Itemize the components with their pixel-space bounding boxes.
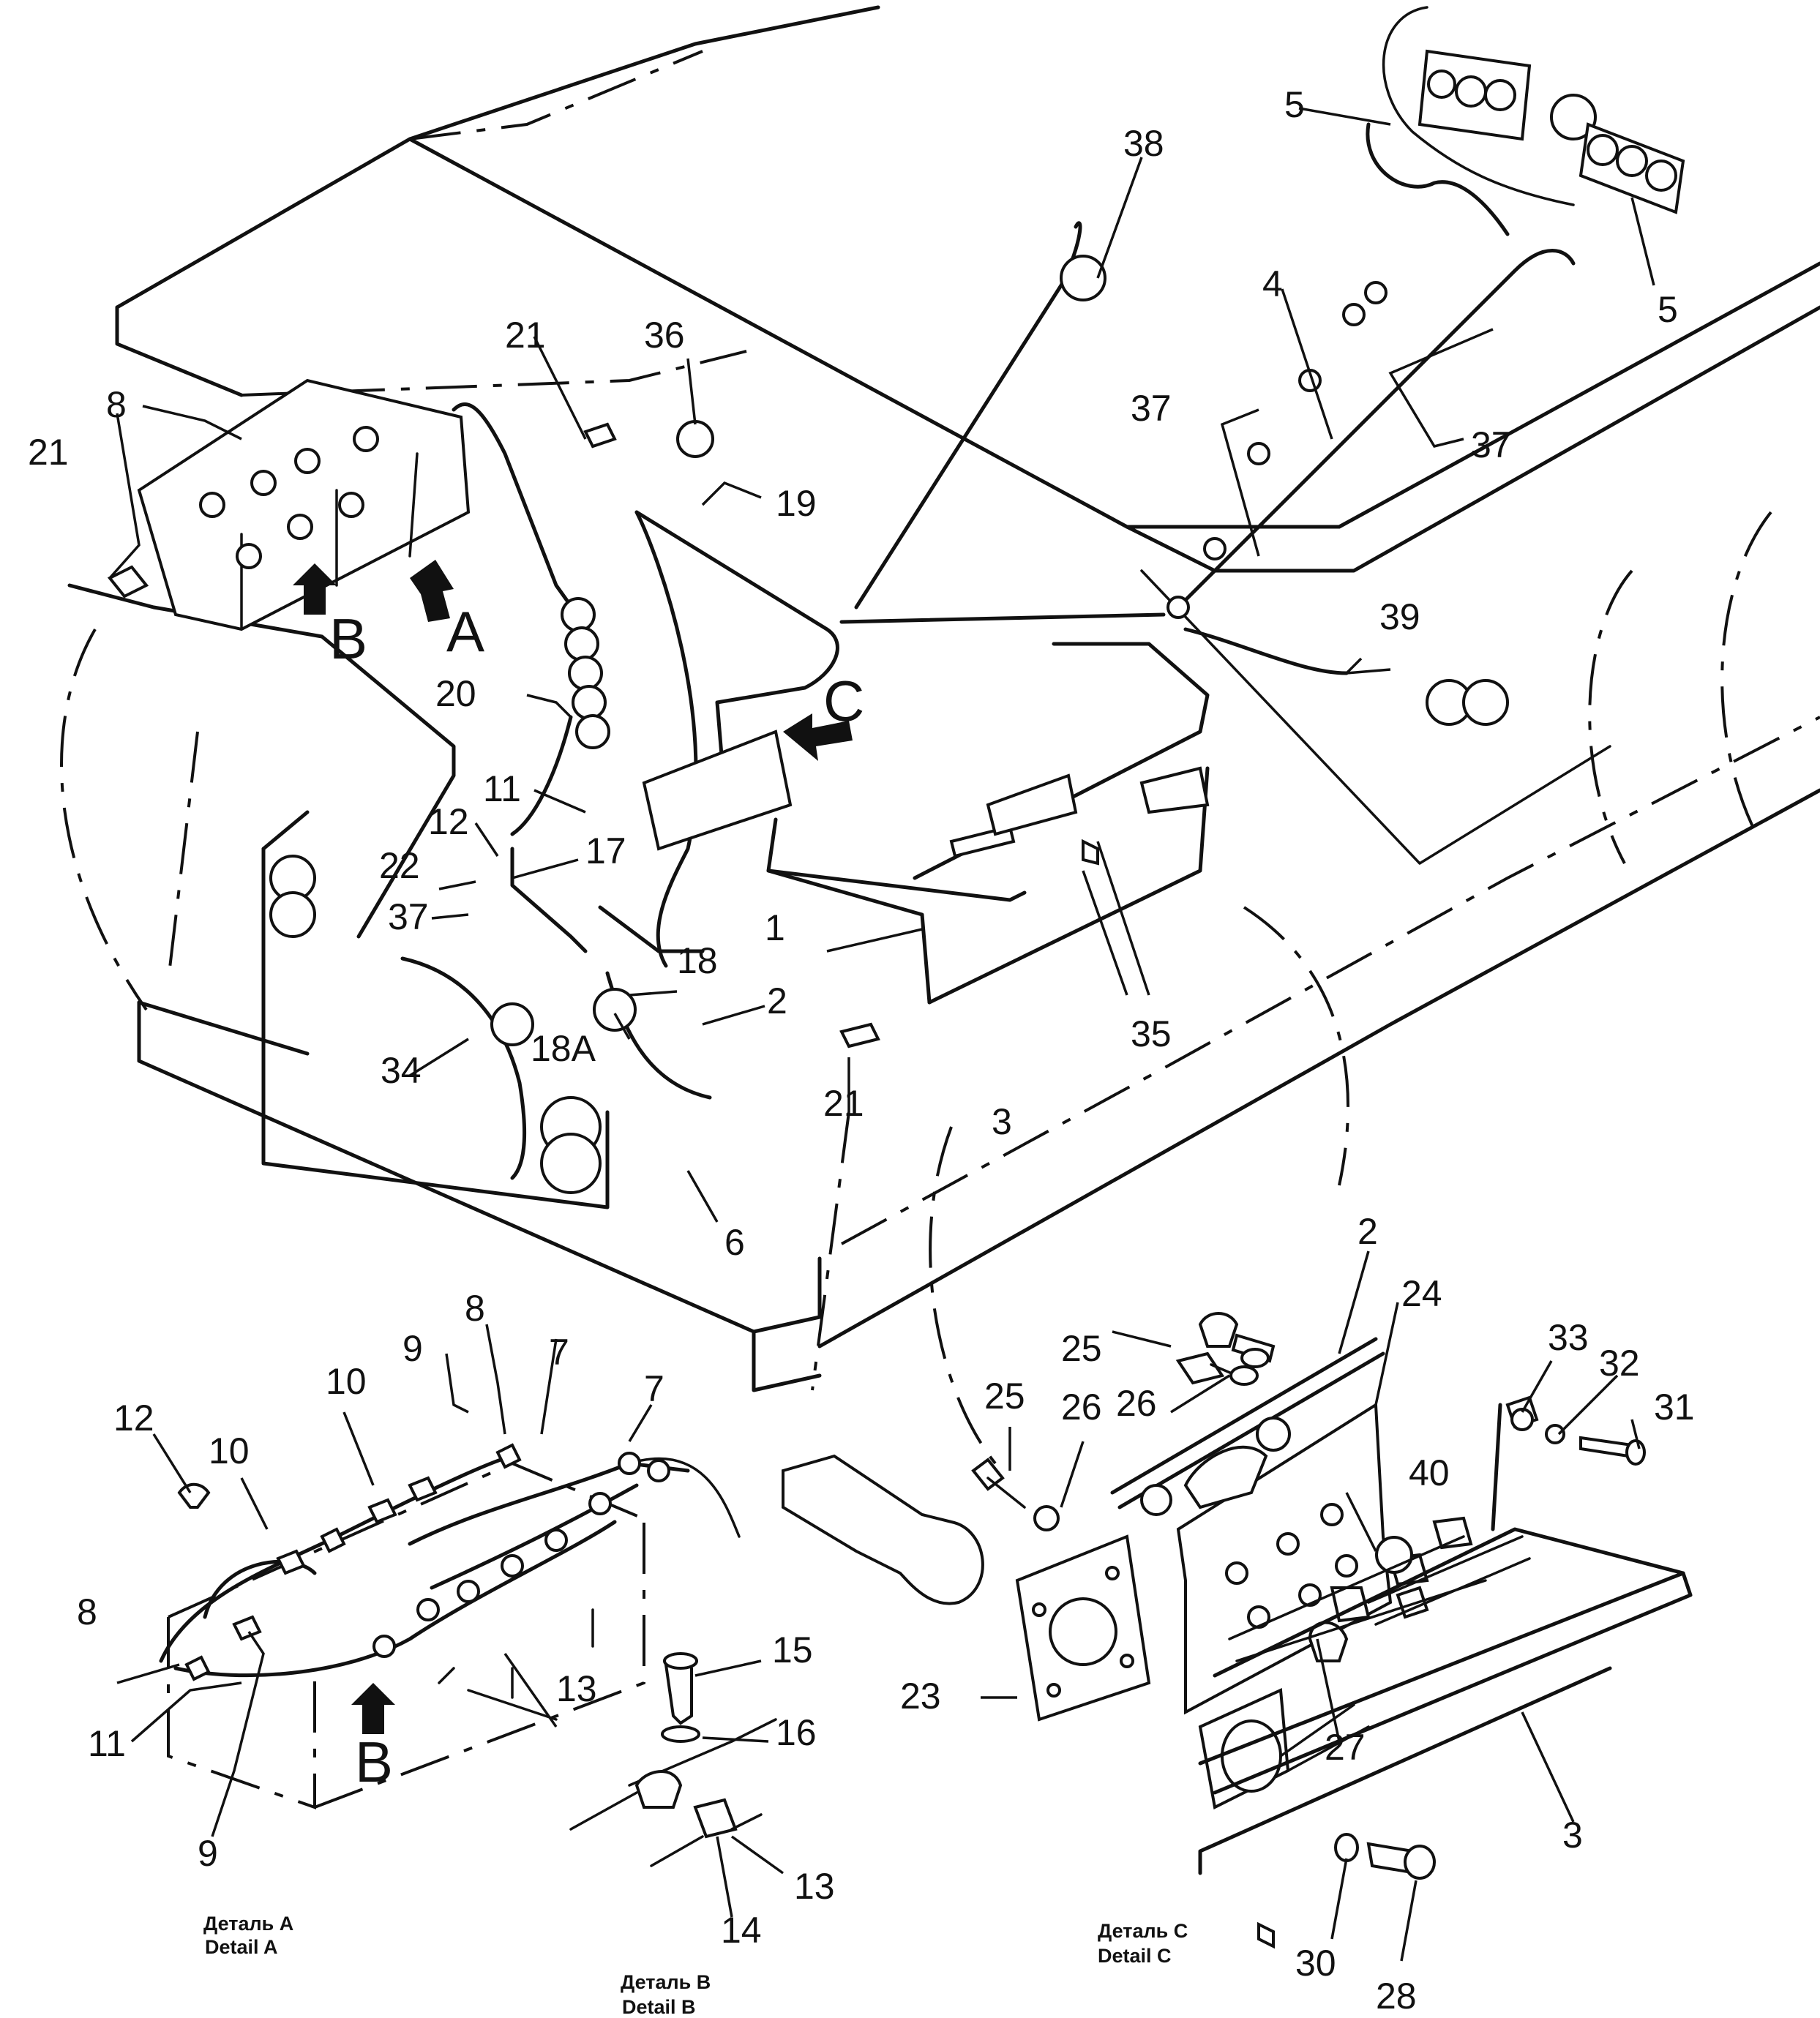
callout-31: 31 [1654, 1387, 1695, 1428]
callout-4: 4 [1262, 263, 1283, 304]
callout-33: 33 [1548, 1317, 1589, 1358]
callout-10-detail-a-left: 10 [209, 1430, 250, 1471]
callout-15: 15 [772, 1629, 813, 1670]
detail-c-caption-en: Detail C [1098, 1945, 1172, 1967]
view-arrow-b [293, 563, 337, 615]
detail-a-leaders [116, 1324, 653, 1837]
callout-9-detail-a-top: 9 [402, 1328, 423, 1369]
callout-17: 17 [585, 830, 626, 871]
view-letters: B A C B [329, 599, 864, 1794]
callout-37-left: 37 [1131, 388, 1172, 429]
detail-c-drawing [782, 1312, 1693, 1949]
callout-30: 30 [1295, 1943, 1336, 1984]
view-letter-c-main: C [823, 669, 864, 733]
view-letter-b-main: B [329, 607, 367, 671]
detail-b-drawing [569, 1652, 777, 1867]
callout-16: 16 [776, 1712, 817, 1753]
detail-c-leaders [981, 1250, 1641, 1962]
callout-2-detail-c: 2 [1357, 1211, 1378, 1252]
callout-2-main: 2 [767, 980, 787, 1021]
callout-35: 35 [1131, 1013, 1172, 1054]
callout-18a: 18A [531, 1028, 596, 1069]
callout-12-main: 12 [428, 801, 469, 842]
callout-8-main: 8 [106, 384, 127, 425]
callout-9-detail-a-bottom: 9 [198, 1833, 218, 1874]
callout-14: 14 [721, 1910, 762, 1951]
machine-body-outline [60, 5, 1820, 1465]
fuses-and-clamps [107, 255, 1509, 1194]
callout-32: 32 [1599, 1343, 1640, 1384]
detail-a-caption-ru: Деталь A [203, 1913, 293, 1935]
callout-22: 22 [379, 845, 420, 886]
callout-38: 38 [1123, 123, 1164, 164]
detail-c-caption-ru: Деталь C [1098, 1920, 1188, 1942]
callout-21-left: 21 [28, 432, 69, 473]
callout-40: 40 [1409, 1452, 1450, 1493]
detail-b-caption-en: Detail B [622, 1996, 696, 2018]
callout-37-right: 37 [1471, 424, 1512, 465]
detail-a-view-arrow-b [351, 1683, 395, 1734]
callout-8-detail-a-top: 8 [465, 1288, 485, 1329]
callout-36: 36 [644, 315, 685, 356]
callout-7-detail-a-right: 7 [644, 1368, 664, 1409]
callout-12-detail-a: 12 [113, 1398, 154, 1439]
detail-captions: Деталь A Detail A Деталь B Detail B Дета… [203, 1913, 1188, 2018]
view-arrows [293, 560, 853, 761]
callout-5-right: 5 [1658, 289, 1678, 330]
instrument-panels [1382, 6, 1685, 214]
callout-25-left: 25 [984, 1376, 1025, 1417]
callout-leaders-main [108, 107, 1655, 1223]
callout-8-detail-a-left: 8 [77, 1591, 97, 1632]
detail-a-drawing [159, 1443, 741, 1809]
callout-19: 19 [776, 483, 817, 524]
view-letter-b-detail-a: B [355, 1730, 393, 1794]
callout-numbers: 38 5 5 4 37 37 39 35 3 21 36 8 21 19 20 … [28, 84, 1695, 2017]
view-arrow-a [410, 560, 454, 622]
callout-13-detail-b: 13 [794, 1866, 835, 1907]
callout-24: 24 [1401, 1273, 1442, 1314]
view-letter-a-main: A [446, 599, 484, 664]
callout-11-main: 11 [483, 768, 521, 809]
callout-3-detail-c: 3 [1562, 1815, 1583, 1856]
callout-11-detail-a: 11 [88, 1723, 126, 1764]
battery-top-view [137, 378, 471, 631]
callout-34: 34 [381, 1050, 422, 1091]
callout-21-mid: 21 [823, 1083, 864, 1124]
callout-27: 27 [1325, 1727, 1366, 1768]
detail-a-caption-en: Detail A [205, 1936, 278, 1958]
callout-28: 28 [1376, 1976, 1417, 2017]
callout-23: 23 [900, 1676, 941, 1717]
callout-5-top: 5 [1284, 84, 1305, 125]
callout-1: 1 [765, 907, 785, 948]
callout-39: 39 [1379, 596, 1420, 637]
callout-7-detail-a-left: 7 [549, 1332, 569, 1373]
view-arrow-c [783, 713, 853, 761]
callout-6: 6 [724, 1222, 745, 1263]
callout-13-detail-a: 13 [556, 1668, 597, 1709]
callout-10-detail-a-top: 10 [326, 1361, 367, 1402]
callout-25-top: 25 [1061, 1328, 1102, 1369]
detail-b-leaders [694, 1659, 784, 1918]
callout-20: 20 [435, 673, 476, 714]
callout-37-main: 37 [388, 896, 429, 937]
callout-26-top: 26 [1116, 1383, 1157, 1424]
callout-26-left: 26 [1061, 1387, 1102, 1428]
callout-18: 18 [677, 940, 718, 981]
detail-b-caption-ru: Деталь B [621, 1971, 711, 1993]
callout-21-top: 21 [505, 315, 546, 356]
callout-3-main: 3 [992, 1101, 1012, 1142]
